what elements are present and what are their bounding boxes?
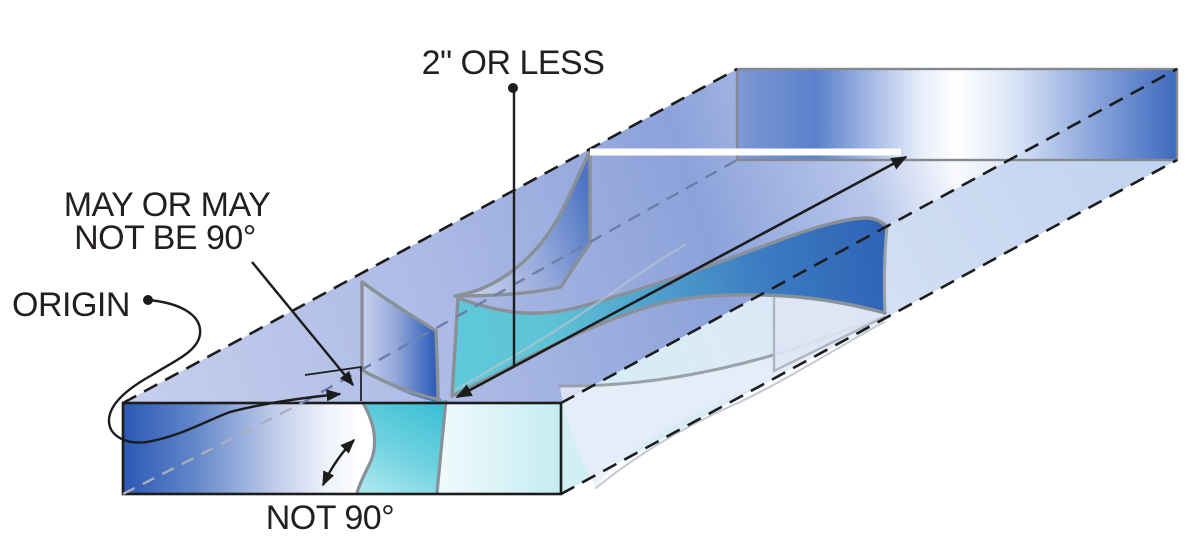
annotations — [107, 83, 908, 487]
far-end-wall — [735, 67, 1179, 162]
label-not-90: NOT 90° — [266, 499, 395, 537]
may-angle-arrow — [251, 261, 354, 387]
propagation-arrow — [455, 155, 908, 399]
label-may-line1: MAY OR MAY — [64, 186, 271, 224]
right-angle-mark — [304, 366, 362, 401]
crack-trace-origin-side — [435, 399, 448, 494]
hidden-edge-front-segment — [122, 401, 303, 496]
small-band-right-edge — [434, 329, 440, 404]
small-band-top-edge — [360, 280, 438, 333]
labels: 2" OR LESS MAY OR MAY NOT BE 90° ORIGIN … — [12, 44, 605, 537]
label-two-or-less: 2" OR LESS — [422, 44, 605, 82]
two-or-less-pointer-dot — [508, 83, 518, 93]
front-face-outline — [121, 401, 563, 496]
origin-leader-squiggle — [107, 298, 342, 444]
label-may-line2: NOT BE 90° — [74, 219, 256, 257]
crack-trace-front — [355, 402, 377, 494]
label-origin: ORIGIN — [12, 286, 130, 324]
not-90-curved-arrow — [321, 438, 356, 487]
plate-front-face-left — [123, 403, 375, 494]
small-band — [362, 282, 438, 402]
fracture-wedge-teal — [357, 400, 446, 493]
small-band-bottom-edge — [360, 368, 442, 402]
top-left-dashed-edge — [122, 67, 738, 405]
